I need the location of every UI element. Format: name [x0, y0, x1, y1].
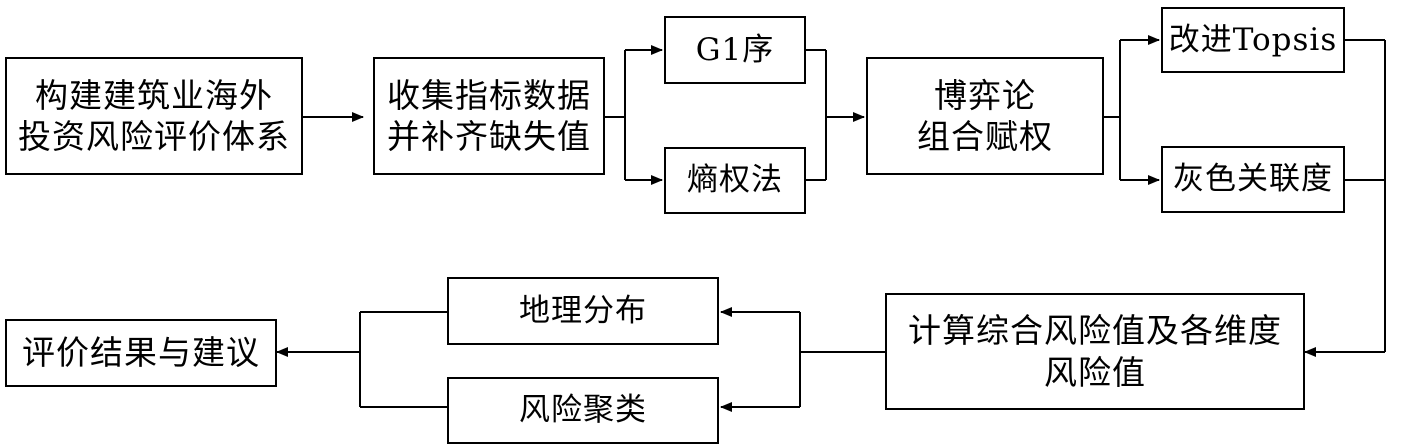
result-node: 评价结果与建议 [5, 319, 277, 387]
build-system-line2: 投资风险评价体系 [18, 117, 290, 156]
collect-data-line2: 并补齐缺失值 [387, 117, 591, 156]
game-theory-node: 博弈论 组合赋权 [866, 57, 1104, 175]
grey-relational-node: 灰色关联度 [1161, 146, 1345, 213]
game-theory-line2: 组合赋权 [917, 117, 1053, 156]
collect-data-node: 收集指标数据 并补齐缺失值 [373, 57, 605, 175]
build-system-line1: 构建建筑业海外 [35, 75, 273, 115]
g1-node: G1序 [664, 16, 806, 84]
risk-cluster-node: 风险聚类 [447, 377, 719, 444]
entropy-node: 熵权法 [664, 147, 806, 214]
calculate-risk-line2: 风险值 [1044, 352, 1146, 392]
collect-data-line1: 收集指标数据 [387, 75, 591, 115]
calculate-risk-node: 计算综合风险值及各维度 风险值 [885, 293, 1305, 410]
geo-distribution-node: 地理分布 [447, 277, 719, 345]
risk-cluster-label: 风险聚类 [519, 392, 647, 429]
game-theory-line1: 博弈论 [934, 75, 1036, 115]
geo-distribution-label: 地理分布 [519, 292, 647, 329]
topsis-node: 改进Topsis [1161, 7, 1345, 73]
topsis-label: 改进Topsis [1168, 21, 1338, 58]
grey-relational-label: 灰色关联度 [1173, 161, 1333, 198]
build-system-node: 构建建筑业海外 投资风险评价体系 [5, 57, 303, 175]
entropy-label: 熵权法 [687, 162, 783, 199]
calculate-risk-line1: 计算综合风险值及各维度 [908, 311, 1282, 351]
g1-label: G1序 [695, 31, 775, 68]
result-label: 评价结果与建议 [22, 333, 260, 373]
